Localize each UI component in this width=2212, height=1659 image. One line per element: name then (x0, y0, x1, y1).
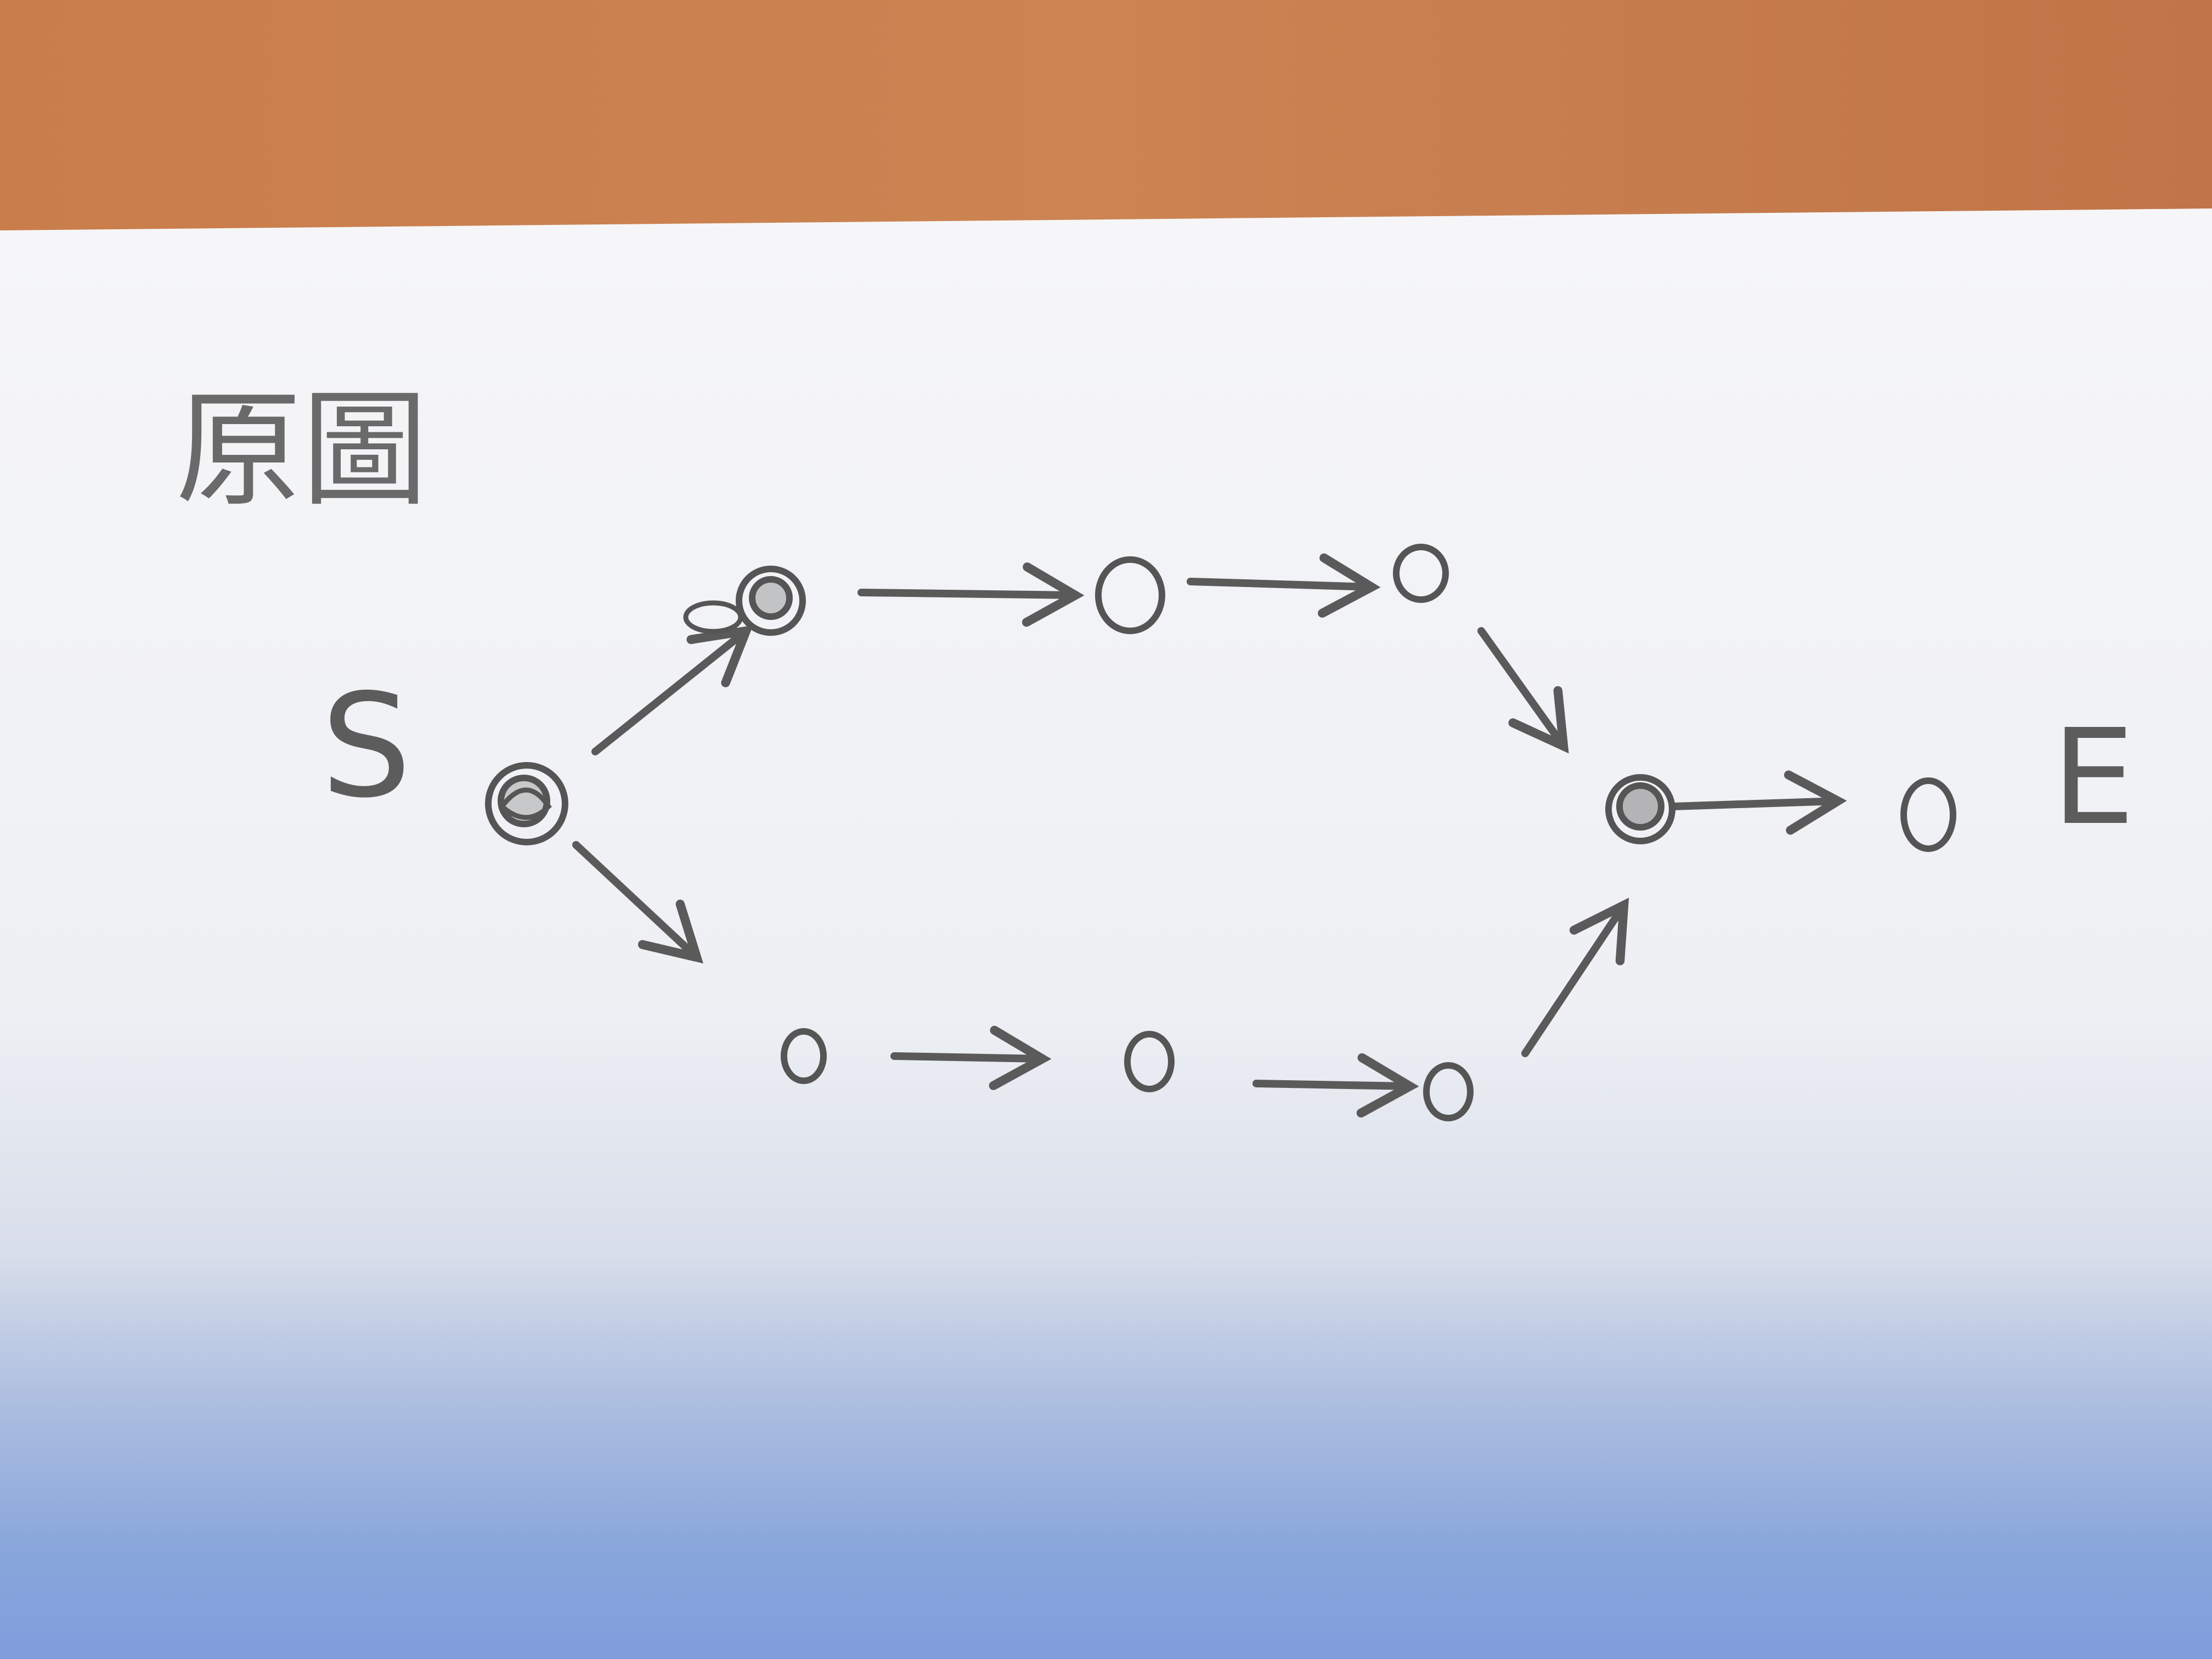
node-l1 (781, 1028, 827, 1084)
end-label: E (2052, 701, 2135, 854)
node-m (1605, 774, 1675, 844)
edges-group (572, 553, 1847, 1118)
edge-m-e (1669, 770, 1847, 835)
paper-sheet (0, 208, 2212, 1659)
node-l2 (1124, 1031, 1175, 1092)
edge-u2-u3 (1187, 553, 1381, 618)
diagram-title: 原圖 (176, 377, 428, 524)
nodes-group (485, 544, 1956, 1121)
edge-u1-u2 (857, 562, 1085, 627)
node-s (485, 762, 568, 845)
edge-u3-m (1477, 627, 1569, 754)
edge-s-l1 (572, 841, 704, 964)
start-label: S (321, 664, 411, 830)
edge-s-u1 (591, 625, 753, 755)
node-u1 (683, 566, 806, 636)
node-e (1900, 777, 1956, 852)
edge-l2-l3 (1252, 1053, 1419, 1118)
edge-l1-l2 (890, 1025, 1052, 1090)
desk-surface (0, 0, 2212, 252)
node-u2 (1095, 556, 1165, 634)
node-l3 (1423, 1062, 1474, 1121)
edge-l3-m (1521, 898, 1629, 1057)
node-u3 (1393, 544, 1449, 603)
